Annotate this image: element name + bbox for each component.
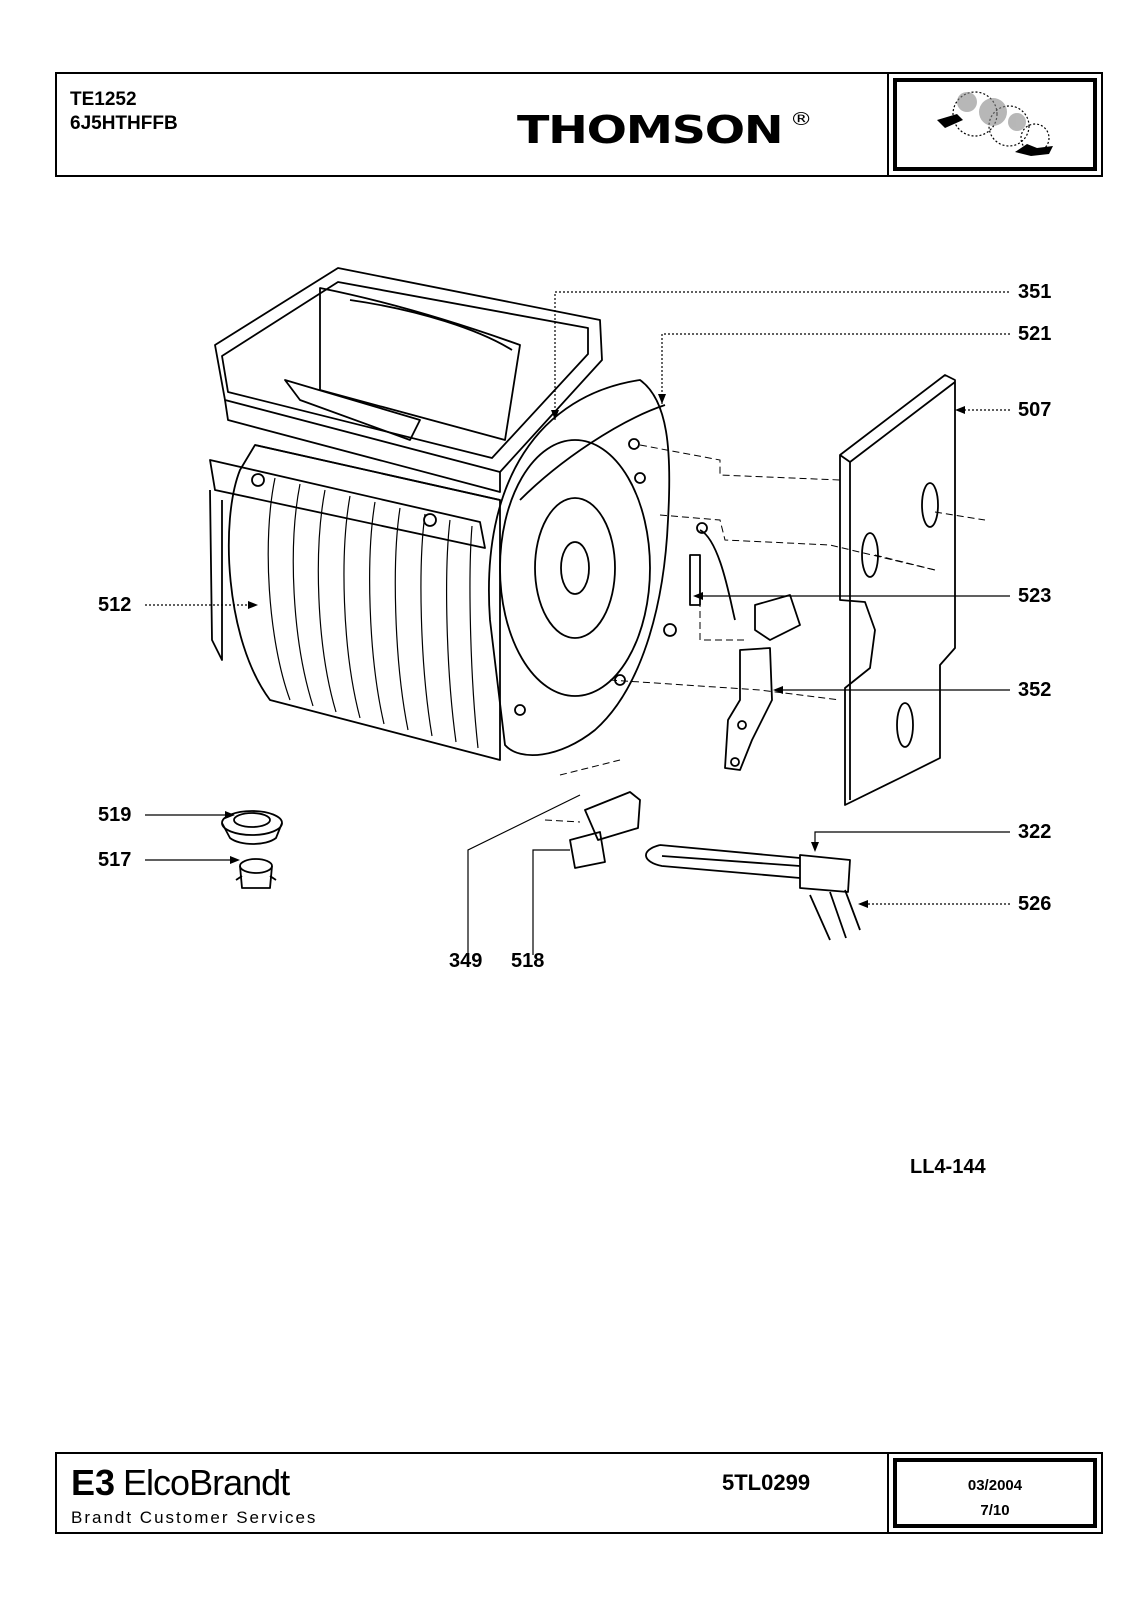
callout-517: 517 bbox=[98, 849, 132, 871]
callout-518: 518 bbox=[511, 950, 545, 972]
heater-drawing bbox=[645, 844, 861, 941]
drum-drawing bbox=[209, 444, 501, 761]
arrowheads bbox=[225, 394, 965, 908]
company-name: ElcoBrandt bbox=[123, 1462, 290, 1503]
lid-frame-drawing bbox=[214, 267, 603, 493]
bracket-352-drawing bbox=[724, 594, 801, 771]
callout-523: 523 bbox=[1018, 585, 1052, 607]
registered-mark: ® bbox=[789, 109, 813, 130]
side-panel-drawing bbox=[839, 374, 956, 806]
brand-logo: THOMSON® bbox=[517, 108, 813, 152]
callout-519: 519 bbox=[98, 804, 132, 826]
callout-322: 322 bbox=[1018, 821, 1052, 843]
company-subtitle: Brandt Customer Services bbox=[71, 1508, 318, 1527]
brand-name: THOMSON bbox=[517, 108, 784, 152]
callout-352: 352 bbox=[1018, 679, 1052, 701]
gears-icon bbox=[893, 78, 1097, 171]
date-box: 03/2004 7/10 bbox=[887, 1454, 1101, 1532]
document-code: 5TL0299 bbox=[722, 1470, 811, 1495]
bracket-518-drawing bbox=[569, 791, 641, 869]
date-box-inner: 03/2004 7/10 bbox=[893, 1458, 1097, 1528]
clamp-517-drawing bbox=[235, 858, 277, 889]
logo-mark: E3 bbox=[71, 1462, 116, 1503]
callout-526: 526 bbox=[1018, 893, 1052, 915]
header-box: TE1252 6J5HTHFFB THOMSON® bbox=[55, 72, 1103, 177]
model-number: TE1252 bbox=[70, 89, 137, 110]
guide-lines bbox=[544, 444, 986, 823]
sensor-drawing bbox=[689, 522, 736, 621]
diagram-reference-code: LL4-144 bbox=[910, 1156, 986, 1178]
model-info: TE1252 6J5HTHFFB bbox=[70, 88, 178, 136]
model-code: 6J5HTHFFB bbox=[70, 113, 178, 134]
document-date: 03/2004 bbox=[967, 1477, 1023, 1494]
header-image-box bbox=[887, 74, 1101, 175]
page-number: 7/10 bbox=[980, 1502, 1010, 1519]
callout-507: 507 bbox=[1018, 399, 1052, 421]
callout-349: 349 bbox=[449, 950, 483, 972]
bearing-plate-drawing bbox=[488, 379, 677, 756]
callout-512: 512 bbox=[98, 594, 132, 616]
leader-lines bbox=[145, 291, 1010, 955]
callout-351: 351 bbox=[1018, 281, 1052, 303]
seal-519-drawing bbox=[221, 810, 283, 845]
callout-521: 521 bbox=[1018, 323, 1052, 345]
